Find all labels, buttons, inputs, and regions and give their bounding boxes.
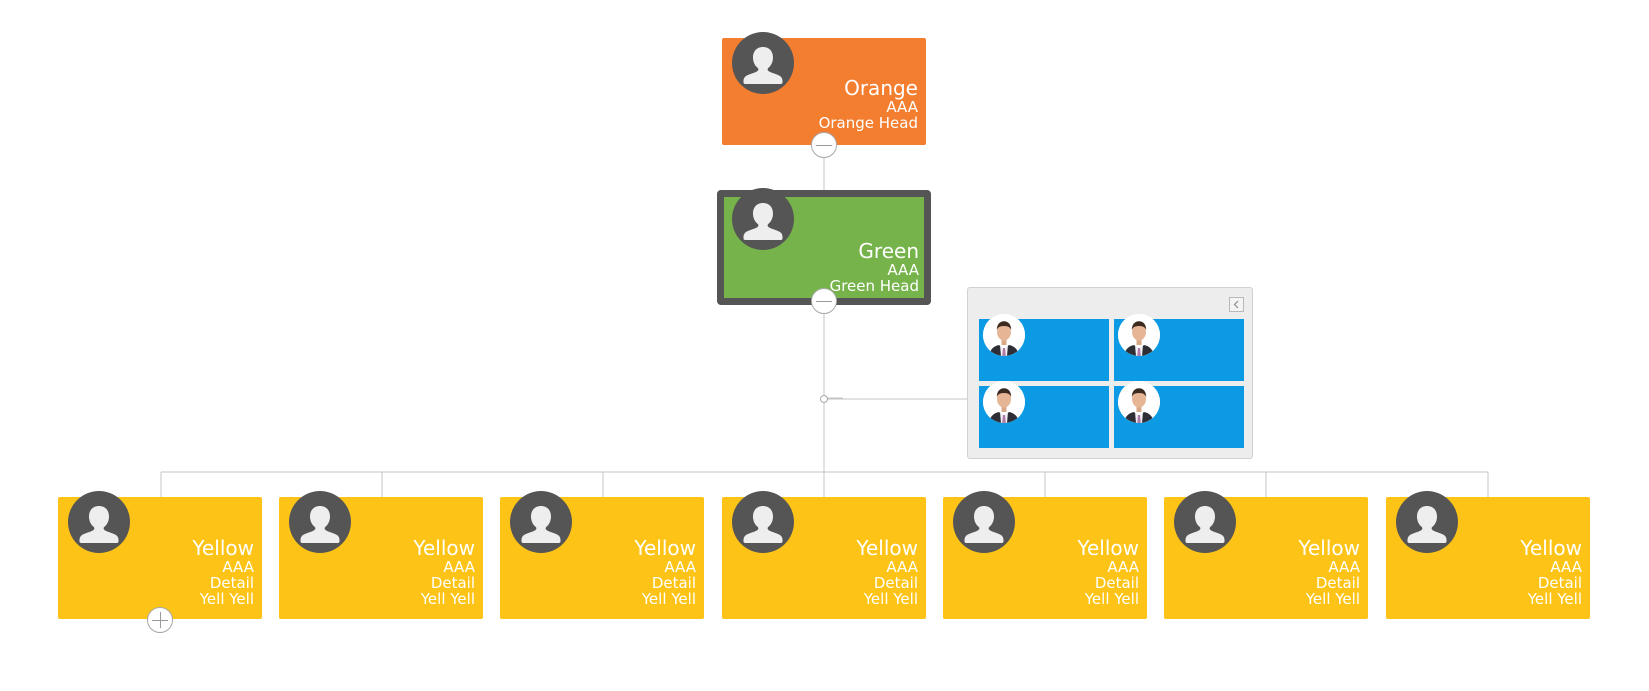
collapse-toggle-orange[interactable]	[811, 132, 837, 158]
node-name: Yellow	[413, 536, 475, 560]
user-silhouette-icon	[732, 491, 794, 553]
assistant-junction-dot	[820, 395, 828, 403]
user-silhouette-icon	[289, 491, 351, 553]
assistant-card-4[interactable]	[1114, 381, 1244, 448]
node-name: Yellow	[1077, 536, 1139, 560]
person-photo-icon	[1118, 314, 1160, 356]
node-yellow-6[interactable]: Yellow AAA Detail Yell Yell	[1164, 497, 1368, 619]
node-detail: AAA	[443, 558, 475, 576]
node-title: Yell Yell	[1084, 590, 1139, 608]
node-name: Yellow	[856, 536, 918, 560]
node-title: Yell Yell	[1305, 590, 1360, 608]
node-name: Yellow	[192, 536, 254, 560]
node-detail: AAA	[222, 558, 254, 576]
chevron-left-icon[interactable]	[1229, 297, 1244, 312]
node-name: Yellow	[1298, 536, 1360, 560]
node-detail: AAA	[1550, 558, 1582, 576]
node-name: Yellow	[634, 536, 696, 560]
assistant-card-2[interactable]	[1114, 314, 1244, 381]
node-detail: Detail	[209, 574, 254, 592]
user-silhouette-icon	[1174, 491, 1236, 553]
node-title: Yell Yell	[863, 590, 918, 608]
node-title: Yell Yell	[199, 590, 254, 608]
assistant-card-3[interactable]	[979, 381, 1109, 448]
node-detail: AAA	[886, 98, 918, 116]
node-detail: AAA	[1328, 558, 1360, 576]
person-photo-icon	[983, 314, 1025, 356]
node-name: Yellow	[1520, 536, 1582, 560]
node-yellow-2[interactable]: Yellow AAA Detail Yell Yell	[279, 497, 483, 619]
node-name: Green	[858, 239, 919, 263]
node-detail: Detail	[1315, 574, 1360, 592]
node-title: Yell Yell	[420, 590, 475, 608]
node-detail: AAA	[1107, 558, 1139, 576]
node-detail: AAA	[886, 558, 918, 576]
person-photo-icon	[983, 381, 1025, 423]
user-silhouette-icon	[510, 491, 572, 553]
node-detail: AAA	[664, 558, 696, 576]
person-photo-icon	[1118, 381, 1160, 423]
node-title: Orange Head	[818, 114, 918, 132]
assistant-card-1[interactable]	[979, 314, 1109, 381]
user-silhouette-icon	[953, 491, 1015, 553]
expand-toggle-yellow-1[interactable]	[147, 607, 173, 633]
node-title: Yell Yell	[641, 590, 696, 608]
collapse-toggle-green[interactable]	[811, 288, 837, 314]
node-detail: Detail	[1537, 574, 1582, 592]
node-detail: Detail	[430, 574, 475, 592]
assistant-panel	[967, 287, 1253, 459]
user-silhouette-icon	[732, 32, 794, 94]
node-detail: Detail	[651, 574, 696, 592]
user-silhouette-icon	[1396, 491, 1458, 553]
node-detail: Detail	[873, 574, 918, 592]
node-name: Orange	[844, 76, 918, 100]
node-detail: Detail	[1094, 574, 1139, 592]
user-silhouette-icon	[68, 491, 130, 553]
node-detail: AAA	[887, 261, 919, 279]
node-title: Green Head	[829, 277, 919, 295]
node-title: Yell Yell	[1527, 590, 1582, 608]
user-silhouette-icon	[732, 188, 794, 250]
